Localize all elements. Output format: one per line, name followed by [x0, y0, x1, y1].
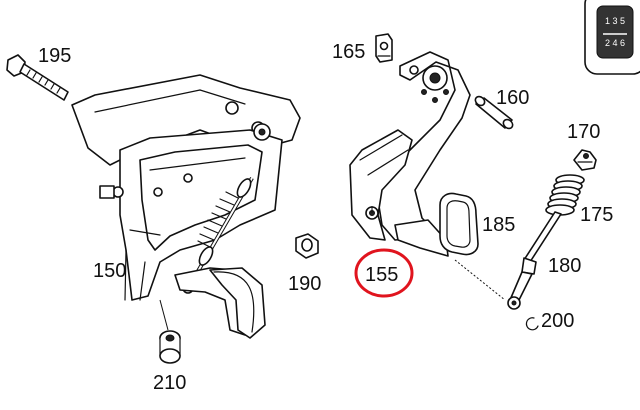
callout-190: 190 [288, 273, 321, 295]
callout-195: 195 [38, 45, 71, 67]
gear-icon-row2: 2 4 6 [605, 38, 625, 48]
clutch-pedal-155-drawing [349, 51, 471, 257]
push-rod-180-drawing [507, 211, 562, 310]
spring-175-drawing [545, 174, 585, 216]
callout-160: 160 [496, 87, 529, 109]
callout-185: 185 [482, 214, 515, 236]
gearshift-pattern-icon: 1 3 5 2 4 6 [584, 0, 640, 75]
highlighted-callout-155: 155 [354, 248, 414, 298]
pedal-bracket-150-drawing [71, 74, 301, 301]
bolt-195-drawing [6, 54, 69, 101]
pedal-pad-185-drawing [439, 192, 479, 256]
highlight-ellipse [354, 248, 414, 298]
bushing-210-drawing [159, 299, 181, 364]
clip-200-drawing [525, 317, 539, 331]
gear-icon-row1: 1 3 5 [605, 16, 625, 26]
callout-170: 170 [567, 121, 600, 143]
callout-150: 150 [93, 260, 126, 282]
clip-165-drawing [375, 33, 393, 63]
callout-210: 210 [153, 372, 186, 394]
bracket-pedal-arm-drawing [174, 267, 266, 339]
callout-165: 165 [332, 41, 365, 63]
callout-175: 175 [580, 204, 613, 226]
leader-lines [371, 206, 506, 301]
callout-200: 200 [541, 310, 574, 332]
pin-160-drawing [474, 95, 514, 130]
nut-190-drawing [295, 233, 319, 259]
cap-170-drawing [573, 149, 597, 171]
callout-155: 155 [365, 264, 398, 286]
callout-180: 180 [548, 255, 581, 277]
